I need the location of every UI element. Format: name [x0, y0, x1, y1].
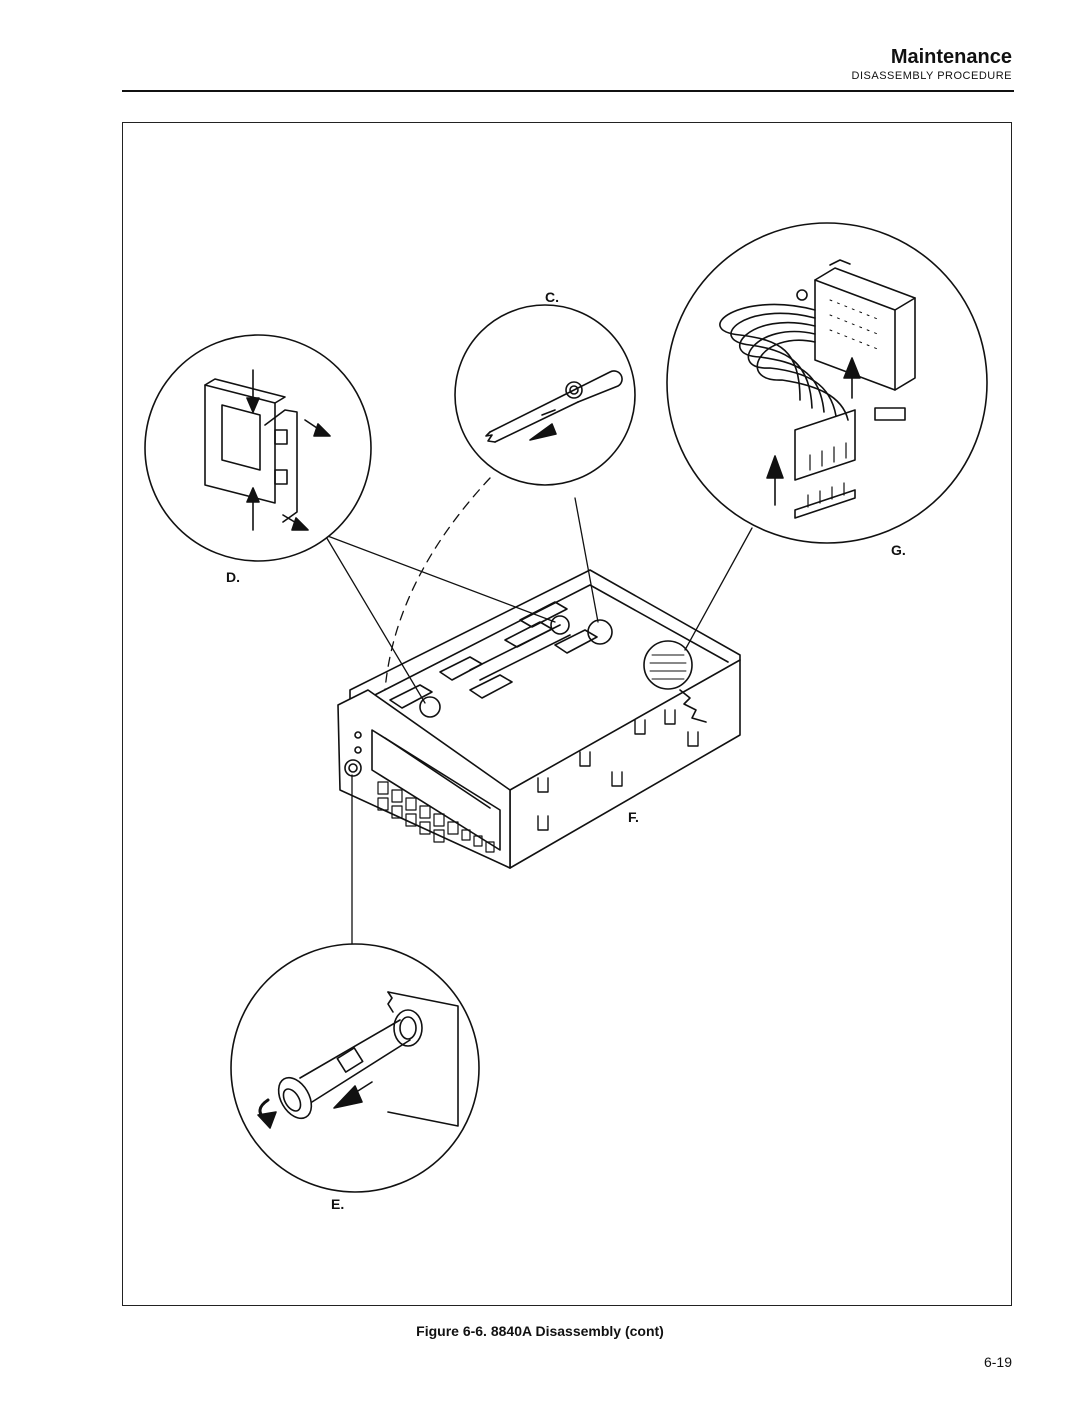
- figure-caption: Figure 6-6. 8840A Disassembly (cont): [416, 1323, 664, 1339]
- section-title: Maintenance: [890, 46, 1012, 68]
- detail-g-drawing: [666, 222, 988, 544]
- section-subtitle: DISASSEMBLY PROCEDURE: [851, 70, 1012, 82]
- label-e: E.: [331, 1196, 345, 1212]
- detail-e-drawing: [230, 943, 480, 1193]
- header-rule: [122, 90, 1014, 92]
- leader-lines: [324, 477, 753, 945]
- label-c: C.: [545, 289, 559, 305]
- label-d: D.: [226, 569, 240, 585]
- detail-d-drawing: [144, 334, 372, 562]
- label-g: G.: [891, 542, 906, 558]
- detail-c-drawing: [454, 304, 636, 486]
- page-number: 6-19: [983, 1354, 1012, 1370]
- label-f: F.: [628, 809, 639, 825]
- figure-frame: [122, 122, 1012, 1306]
- chassis-drawing: [337, 569, 741, 869]
